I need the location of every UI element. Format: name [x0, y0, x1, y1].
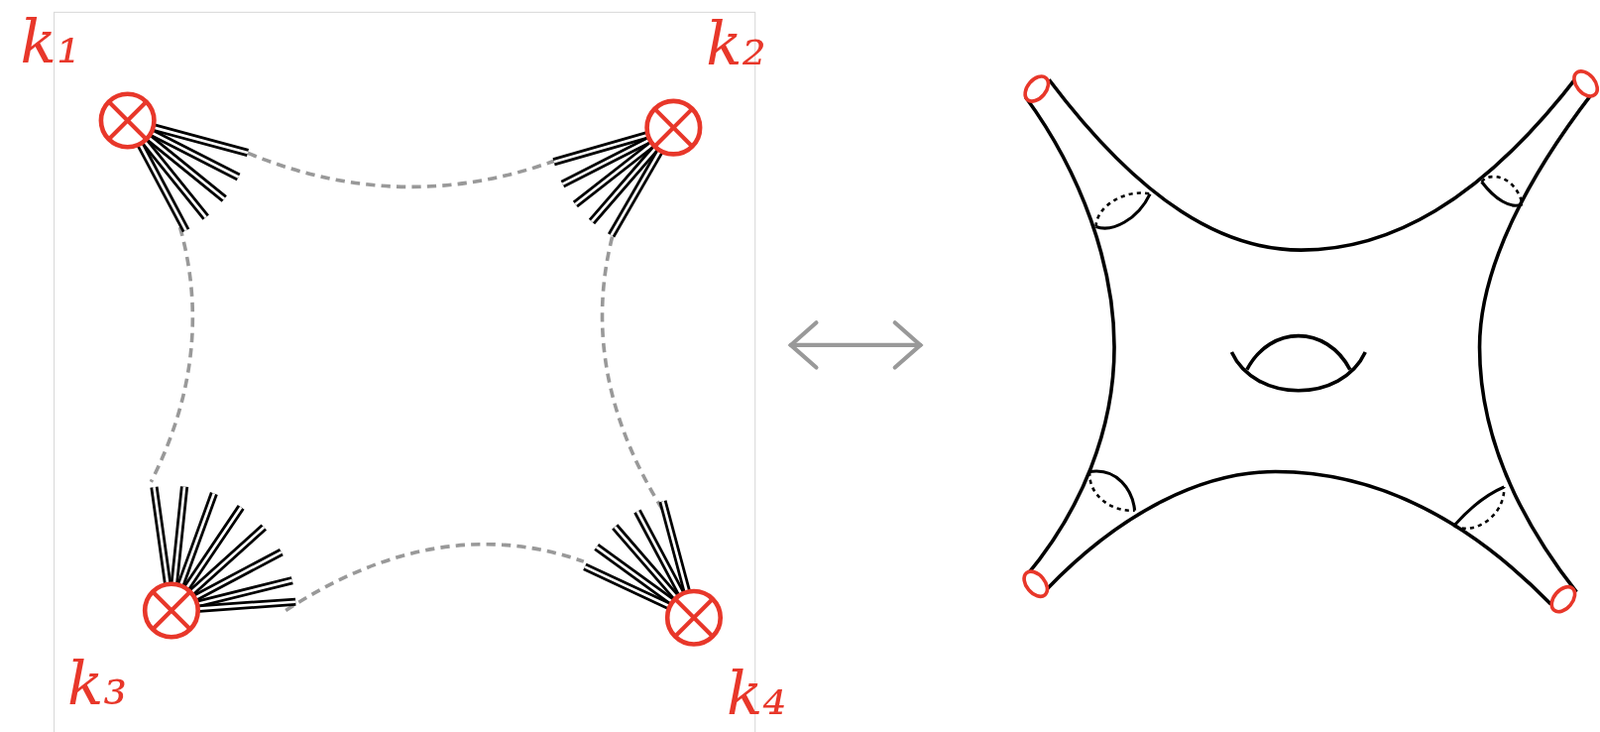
tube-ring: [1482, 176, 1523, 205]
double-line: [196, 601, 297, 609]
line-bundles: [138, 126, 687, 609]
dashed-curve: [285, 544, 584, 611]
circled-x: [667, 590, 721, 645]
tube-ring: [1454, 486, 1504, 526]
double-line: [584, 566, 673, 607]
double-line-gap: [196, 601, 297, 609]
marker-cross: [109, 102, 146, 139]
boundary-circle: [1019, 567, 1052, 601]
marker-circle: [101, 94, 155, 148]
handle-curve: [1247, 336, 1351, 370]
operator-label: k₁: [20, 11, 81, 72]
double-line-gap: [611, 148, 662, 235]
operator-label: k₃: [67, 653, 127, 713]
operator-label: k₂: [705, 13, 766, 74]
boundary-circle: [1547, 581, 1581, 616]
marker-cross: [655, 109, 692, 146]
arrow-head: [895, 322, 921, 367]
marker-circle: [647, 101, 701, 155]
operator-markers: [101, 94, 721, 645]
marker-circle: [144, 583, 199, 638]
surface-edge: [1048, 73, 1580, 250]
circled-x: [144, 583, 199, 638]
marker-cross: [675, 598, 712, 636]
surface-edge: [1025, 97, 1115, 577]
double-line: [153, 486, 168, 586]
double-line-gap: [584, 566, 673, 607]
marker-cross: [152, 591, 190, 629]
tube-ring: [1089, 470, 1135, 511]
circled-x: [647, 101, 701, 155]
marker-circle: [667, 590, 721, 645]
handle-curve: [1231, 351, 1366, 391]
panel-frame: [54, 11, 756, 732]
boundary-circle: [1569, 66, 1600, 101]
arrow-shaft: [791, 342, 921, 347]
double-line: [611, 148, 662, 235]
tube-ring: [1454, 486, 1504, 529]
marker-cross: [109, 102, 146, 139]
tube-ring: [1089, 471, 1135, 511]
dashed-curve: [247, 152, 570, 187]
double-line: [138, 141, 186, 230]
marker-cross: [655, 109, 692, 146]
surface-edge: [1045, 471, 1552, 605]
surface: [1025, 73, 1592, 604]
dashed-curve: [150, 212, 193, 482]
boundary-circles: [1019, 66, 1600, 616]
circled-x: [101, 94, 155, 148]
double-arrow: [791, 322, 921, 367]
boundary-circle: [1020, 72, 1053, 107]
arrow-head: [791, 322, 817, 367]
operator-label: k₄: [726, 663, 787, 723]
tube-ring: [1482, 181, 1523, 206]
marker-cross: [675, 598, 712, 636]
surface-edge: [1480, 94, 1593, 592]
dashed-curve: [602, 236, 670, 519]
tube-ring: [1096, 193, 1151, 228]
double-line-gap: [138, 141, 186, 230]
double-line-gap: [153, 486, 168, 586]
marker-cross: [152, 591, 190, 629]
tube-ring: [1096, 194, 1151, 229]
dashed-curves: [150, 152, 669, 610]
